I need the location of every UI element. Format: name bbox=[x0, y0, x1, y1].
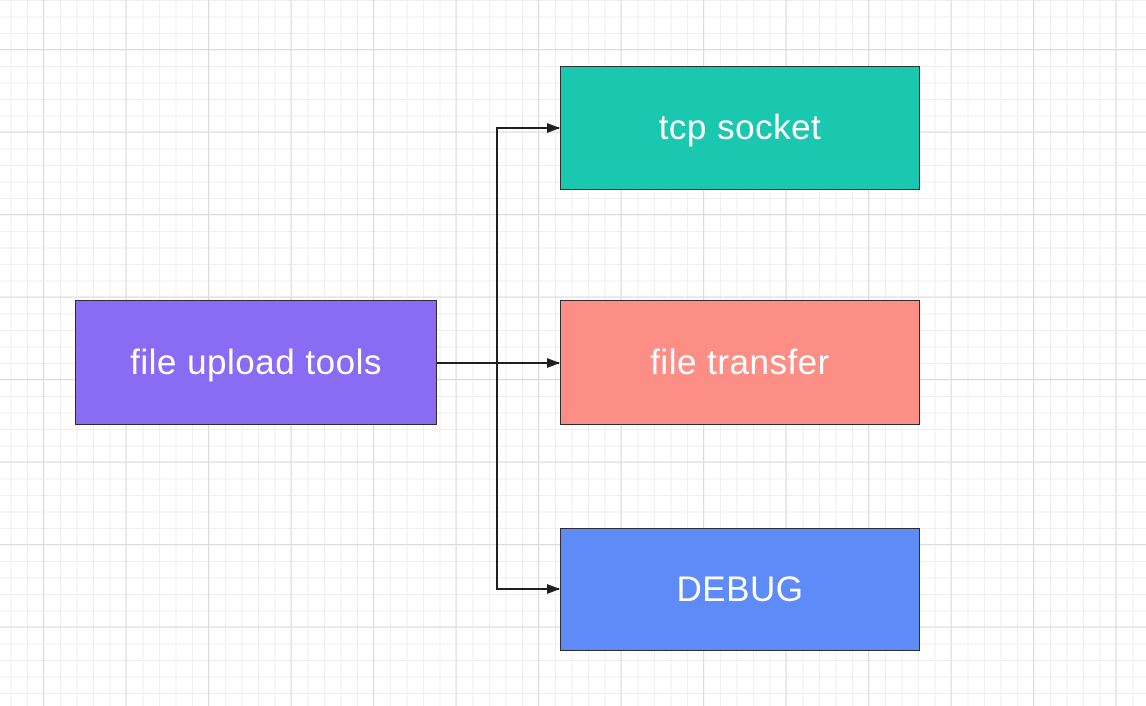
connector-edge[interactable] bbox=[496, 123, 560, 363]
node-label: file transfer bbox=[650, 342, 830, 382]
node-label: tcp socket bbox=[658, 108, 822, 147]
node-file-transfer[interactable]: file transfer bbox=[560, 300, 920, 425]
node-tcp-socket[interactable]: tcp socket bbox=[560, 66, 920, 190]
node-label: file upload tools bbox=[130, 342, 382, 382]
node-debug[interactable]: DEBUG bbox=[560, 528, 920, 651]
node-file-upload-tools[interactable]: file upload tools bbox=[75, 300, 437, 425]
node-label: DEBUG bbox=[676, 569, 804, 609]
connector-edge[interactable] bbox=[496, 363, 560, 594]
